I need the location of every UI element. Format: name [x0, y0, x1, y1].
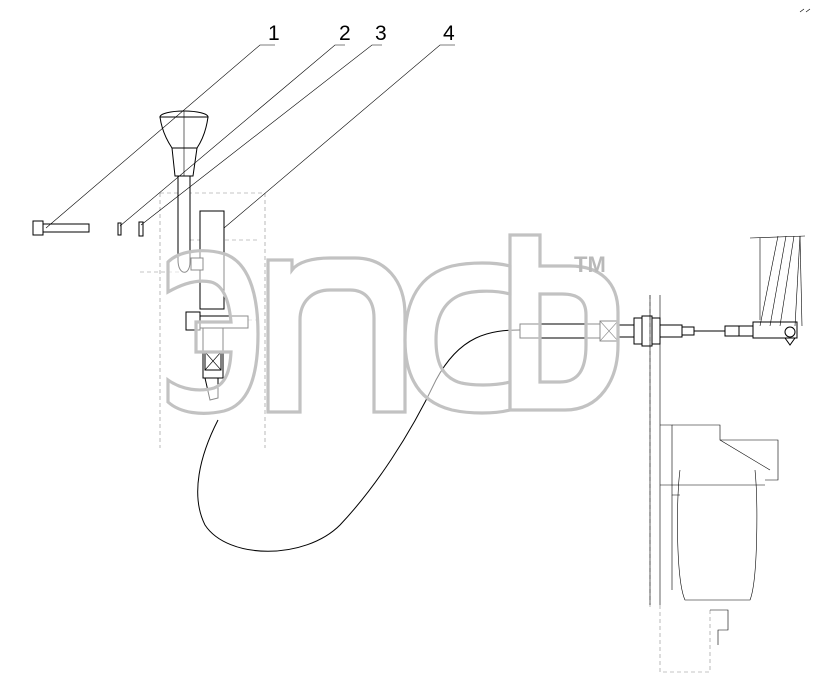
callout-1: 1 — [268, 22, 280, 45]
watermark-logo: TM — [166, 233, 620, 415]
gearbox-housing — [649, 295, 779, 673]
callout-leaders — [45, 44, 455, 229]
watermark-letter-b — [508, 233, 620, 412]
callout-3: 3 — [375, 22, 387, 45]
callout-2: 2 — [339, 22, 351, 45]
watermark-trademark: TM — [574, 252, 606, 277]
corner-mark — [799, 8, 811, 13]
cable-end-fitting — [519, 315, 798, 347]
watermark-letter-s — [403, 261, 512, 415]
watermark-letter-p — [266, 256, 407, 414]
bolt-and-washers — [32, 220, 144, 237]
watermark-letter-e — [166, 249, 260, 415]
gear-lever — [159, 110, 209, 273]
gearbox-lever-arm — [749, 235, 806, 327]
control-cable — [197, 329, 521, 552]
callout-4: 4 — [443, 22, 455, 45]
